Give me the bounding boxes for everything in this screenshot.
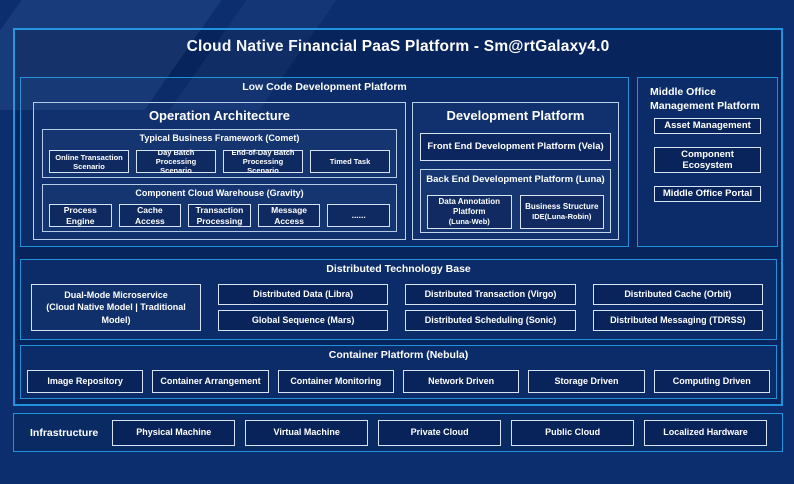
node-day-batch-processing-scenario: Day Batch Processing Scenario — [136, 148, 216, 175]
distributed-technology-base-title: Distributed Technology Base — [326, 263, 471, 275]
distributed-node-row: Dual-Mode Microservice (Cloud Native Mod… — [31, 284, 763, 331]
node-computing-driven: Computing Driven — [653, 370, 770, 393]
node-localized-hardware: Localized Hardware — [644, 419, 768, 446]
low-code-section-label: Low Code Development Platform — [242, 81, 407, 93]
back-end-development-platform-title: Back End Development Platform (Luna) — [426, 174, 605, 185]
node-end-of-day-batch-processing-scenario: End-of-Day Batch Processing Scenario — [223, 148, 303, 175]
node-label-line: IDE(Luna-Robin) — [532, 212, 592, 222]
component-cloud-warehouse-group: Component Cloud Warehouse (Gravity) Proc… — [42, 184, 397, 232]
distributed-technology-base-section: Distributed Technology Base Dual-Mode Mi… — [20, 259, 777, 340]
node-ellipsis: ...... — [327, 204, 390, 227]
distributed-column: Distributed Cache (Orbit) Distributed Me… — [592, 284, 763, 331]
node-label-line: Business Structure — [525, 202, 599, 212]
node-label-line: Dual-Mode Microservice — [64, 290, 168, 301]
platform-panel: Cloud Native Financial PaaS Platform - S… — [13, 28, 783, 406]
node-label-line: (Cloud Native Model | Traditional Model) — [46, 302, 186, 325]
node-timed-task: Timed Task — [310, 150, 390, 173]
node-front-end-development-platform-vela: Front End Development Platform (Vela) — [420, 133, 611, 161]
node-data-annotation-platform-luna-web: Data Annotation Platform (Luna-Web) — [427, 195, 512, 229]
container-platform-section: Container Platform (Nebula) Image Reposi… — [20, 345, 777, 399]
container-node-row: Image Repository Container Arrangement C… — [27, 370, 770, 393]
component-cloud-warehouse-title: Component Cloud Warehouse (Gravity) — [135, 188, 304, 198]
gravity-node-row: Process Engine Cache Access Transaction … — [49, 204, 390, 227]
infrastructure-label: Infrastructure — [30, 426, 99, 439]
node-public-cloud: Public Cloud — [511, 419, 635, 446]
distributed-column: Distributed Data (Libra) Global Sequence… — [218, 284, 389, 331]
operation-architecture-panel: Operation Architecture Typical Business … — [33, 102, 406, 240]
node-distributed-cache-orbit: Distributed Cache (Orbit) — [592, 284, 763, 305]
infrastructure-node-row: Physical Machine Virtual Machine Private… — [112, 419, 768, 446]
middle-office-node-stack: Asset Management Component Ecosystem Mid… — [638, 118, 777, 202]
infrastructure-section: Infrastructure Physical Machine Virtual … — [13, 413, 783, 452]
node-global-sequence-mars: Global Sequence (Mars) — [218, 310, 389, 331]
node-asset-management: Asset Management — [654, 118, 761, 134]
node-dual-mode-microservice: Dual-Mode Microservice (Cloud Native Mod… — [31, 284, 201, 331]
typical-business-framework-group: Typical Business Framework (Comet) Onlin… — [42, 129, 397, 178]
node-message-access: Message Access — [257, 204, 321, 227]
middle-office-title: Middle Office Management Platform — [650, 86, 760, 112]
back-end-node-row: Data Annotation Platform (Luna-Web) Busi… — [427, 195, 604, 229]
node-storage-driven: Storage Driven — [528, 370, 645, 393]
node-transaction-processing: Transaction Processing — [188, 204, 251, 227]
node-network-driven: Network Driven — [402, 370, 520, 393]
node-middle-office-portal: Middle Office Portal — [654, 186, 761, 202]
comet-node-row: Online Transaction Scenario Day Batch Pr… — [49, 148, 390, 175]
node-distributed-messaging-tdrss: Distributed Messaging (TDRSS) — [592, 310, 763, 331]
middle-office-management-platform-section: Middle Office Management Platform Asset … — [637, 77, 778, 247]
typical-business-framework-title: Typical Business Framework (Comet) — [139, 133, 300, 143]
node-physical-machine: Physical Machine — [112, 419, 236, 446]
diagram-title: Cloud Native Financial PaaS Platform - S… — [186, 38, 610, 55]
node-online-transaction-scenario: Online Transaction Scenario — [49, 150, 129, 173]
node-container-monitoring: Container Monitoring — [277, 370, 394, 393]
node-private-cloud: Private Cloud — [378, 419, 502, 446]
node-business-structure-ide-luna-robin: Business Structure IDE(Luna-Robin) — [519, 195, 604, 229]
node-virtual-machine: Virtual Machine — [245, 419, 369, 446]
node-label-line: Data Annotation Platform — [438, 197, 500, 217]
node-distributed-data-libra: Distributed Data (Libra) — [218, 284, 389, 305]
node-distributed-transaction-virgo: Distributed Transaction (Virgo) — [405, 284, 576, 305]
node-label-line: (Luna-Web) — [448, 217, 490, 227]
node-distributed-scheduling-sonic: Distributed Scheduling (Sonic) — [405, 310, 576, 331]
development-platform-title: Development Platform — [446, 108, 585, 123]
distributed-column: Distributed Transaction (Virgo) Distribu… — [405, 284, 576, 331]
node-image-repository: Image Repository — [27, 370, 144, 393]
node-component-ecosystem: Component Ecosystem — [654, 146, 761, 174]
container-platform-title: Container Platform (Nebula) — [328, 349, 469, 361]
back-end-development-platform-group: Back End Development Platform (Luna) Dat… — [420, 169, 611, 233]
operation-architecture-title: Operation Architecture — [148, 108, 291, 123]
node-container-arrangement: Container Arrangement — [152, 370, 269, 393]
node-process-engine: Process Engine — [49, 204, 112, 227]
development-platform-panel: Development Platform Front End Developme… — [412, 102, 619, 240]
low-code-development-platform-section: Low Code Development Platform Operation … — [20, 77, 629, 247]
node-cache-access: Cache Access — [118, 204, 182, 227]
